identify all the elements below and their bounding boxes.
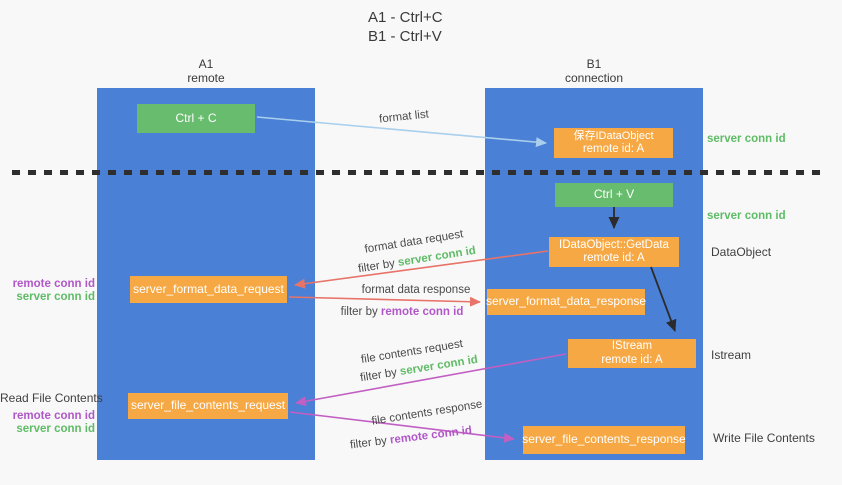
node-getdata-line2: remote id: A — [583, 252, 645, 264]
label-dataobject: DataObject — [711, 245, 772, 259]
lifeline-header-a1: A1 remote — [97, 57, 315, 85]
node-save-dataobject: 保存IDataObject remote id: A — [554, 128, 673, 158]
node-istream-line1: IStream — [611, 340, 653, 352]
node-server-format-data-response: server_format_data_response — [485, 289, 647, 315]
node-file-response-label: server_file_contents_response — [522, 432, 686, 447]
filter-by-text: filter by — [359, 366, 401, 385]
label-read-file-contents: Read File Contents — [0, 391, 103, 405]
node-ctrl-c: Ctrl + C — [137, 104, 255, 133]
lifeline-a1-role: remote — [187, 71, 225, 85]
arrow-format-data-response — [288, 296, 481, 307]
label-remote-conn-id-left-top: remote conn id — [12, 278, 95, 290]
label-server-conn-id-right-top: server conn id — [707, 133, 786, 145]
node-server-format-data-request: server_format_data_request — [130, 276, 287, 303]
diagram-title: A1 - Ctrl+C B1 - Ctrl+V — [368, 8, 443, 46]
filter-by-text: filter by — [340, 306, 381, 318]
node-istream-line2: remote id: A — [601, 353, 663, 366]
node-server-file-contents-response: server_file_contents_response — [522, 426, 686, 454]
node-server-file-contents-request: server_file_contents_request — [128, 393, 288, 419]
node-save-dataobject-line2: remote id: A — [582, 143, 645, 155]
title-line-2: B1 - Ctrl+V — [368, 28, 442, 45]
node-format-response-label: server_format_data_response — [485, 294, 647, 309]
label-istream: Istream — [711, 348, 752, 362]
filter-by-text: filter by — [349, 434, 391, 452]
label-server-conn-id-left-top: server conn id — [16, 291, 95, 303]
lifeline-b1-role: connection — [564, 71, 624, 85]
label-file-contents-response: file contents response — [370, 398, 484, 428]
node-idataobject-getdata: IDataObject::GetData remote id: A — [549, 237, 679, 267]
title-line-1: A1 - Ctrl+C — [368, 9, 443, 26]
filter-by-text: filter by — [357, 257, 399, 276]
label-filter-by-remote-conn-id-2: filter by remote conn id — [349, 425, 472, 452]
node-istream: IStream remote id: A — [568, 339, 696, 368]
node-ctrl-v: Ctrl + V — [555, 183, 673, 207]
label-write-file-contents: Write File Contents — [713, 431, 815, 445]
label-server-conn-id-left-bottom: server conn id — [16, 423, 95, 435]
remote-conn-id-token: remote conn id — [380, 306, 464, 318]
node-file-request-label: server_file_contents_request — [130, 398, 286, 413]
node-format-request-label: server_format_data_request — [133, 281, 284, 296]
node-save-dataobject-line1: 保存IDataObject — [573, 129, 654, 142]
lifeline-a1-name: A1 — [198, 57, 214, 71]
remote-conn-id-token: remote conn id — [389, 424, 473, 447]
label-format-data-response: format data response — [361, 284, 471, 296]
node-ctrl-v-label: Ctrl + V — [593, 187, 635, 202]
label-remote-conn-id-left-bottom: remote conn id — [12, 410, 95, 422]
lifeline-header-b1: B1 connection — [485, 57, 703, 85]
node-ctrl-c-label: Ctrl + C — [175, 110, 217, 125]
lifeline-b1-name: B1 — [586, 57, 602, 71]
label-format-list: format list — [378, 108, 430, 126]
node-getdata-line1: IDataObject::GetData — [559, 238, 669, 251]
dotted-separator-line — [12, 170, 826, 175]
label-filter-by-remote-conn-id-1: filter by remote conn id — [341, 306, 464, 318]
label-server-conn-id-right-mid: server conn id — [707, 210, 786, 222]
